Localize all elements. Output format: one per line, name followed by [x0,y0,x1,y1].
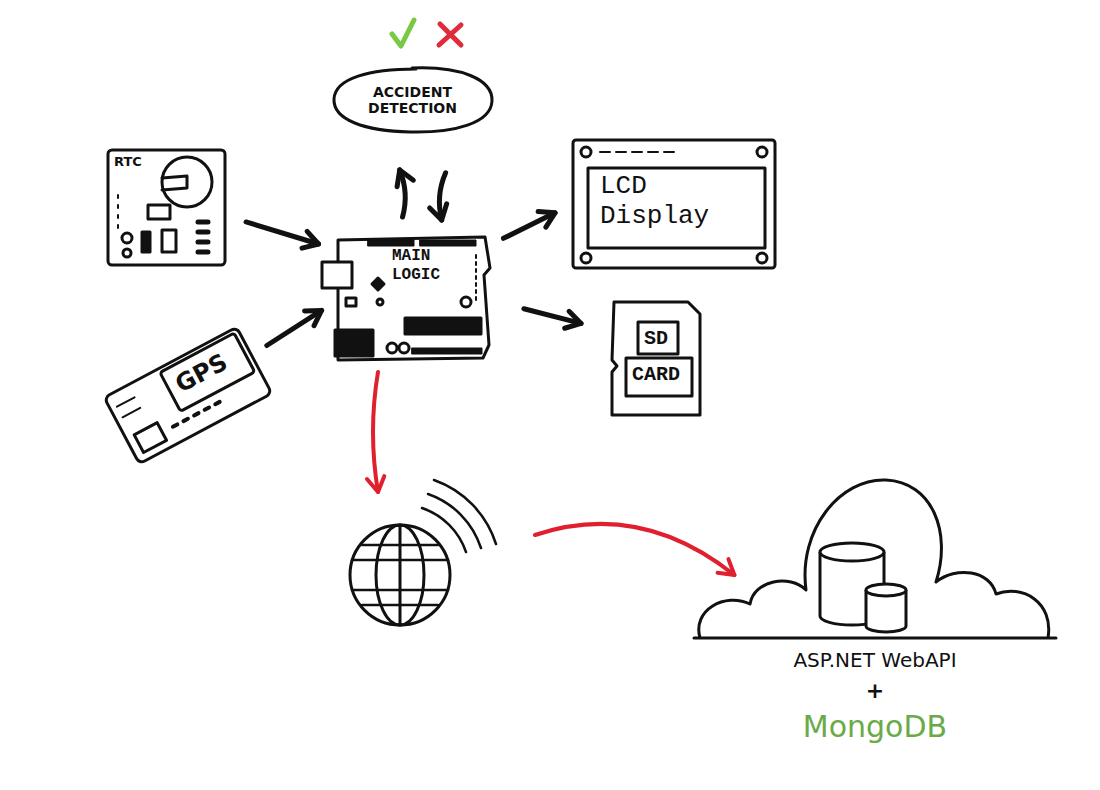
gps-label-board: GPS [104,327,272,464]
rtc-module [108,150,225,265]
ellipse-path [334,68,492,132]
flow-arrow [397,170,413,217]
node-label: ACCIDENT DETECTION [353,84,473,116]
main-logic-board: MAIN LOGIC [330,235,490,360]
arrow-head [565,311,581,328]
arrow-line [267,310,322,345]
lcd-module [573,140,775,268]
arrow-head [430,204,447,220]
flow-arrow [503,211,555,238]
node-label: RTC [114,154,225,169]
arduino-board [322,237,490,360]
flow-arrow [246,222,318,248]
arrow-head [397,170,413,187]
flow-arrow [430,173,447,220]
cloud-server: ASP.NET WebAPI + MongoDB [690,470,1060,770]
database-label: MongoDB [690,709,1060,744]
arrow-head [718,559,735,575]
network-arrow [367,372,734,575]
lcd-display: LCD Display [573,140,775,268]
node-label: LCD Display [600,172,725,232]
sd-card [612,302,700,415]
signal-waves [422,480,496,552]
arrow-line [373,372,734,575]
database-cylinders [820,543,906,632]
arrow-head [302,231,318,248]
plus-sign: + [690,678,1060,703]
rtc-label-board: RTC [108,150,225,265]
node-label: GPS [171,336,255,398]
node-label: SD CARD [626,321,686,393]
gps-module [104,327,272,464]
flow-arrow [524,309,581,329]
arrow-head [367,476,384,492]
flow-arrow [267,310,322,345]
arrow-head [538,211,555,227]
cloud-path [694,480,1056,638]
check-mark [392,20,414,46]
cross-mark [439,24,461,45]
sd-card-node: SD CARD [612,302,700,415]
node-label: MAIN LOGIC [392,247,462,285]
server-label: ASP.NET WebAPI [690,648,1060,672]
arrow-head [305,310,322,325]
detection-ellipse: ACCIDENT DETECTION [330,65,495,135]
globe-icon [350,525,450,625]
